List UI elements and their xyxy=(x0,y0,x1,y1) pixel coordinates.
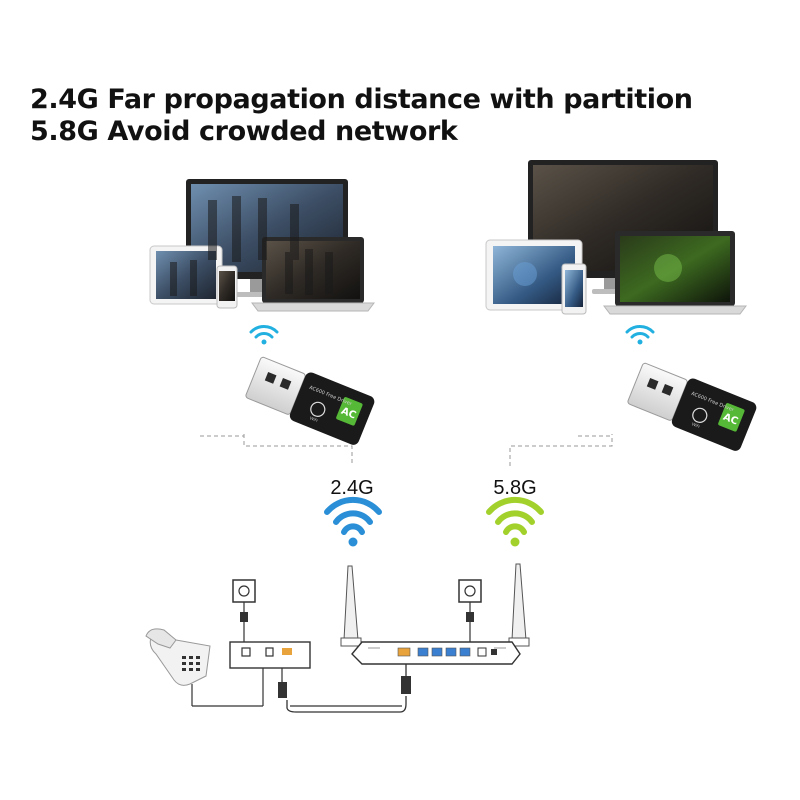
wifi-signal-icon xyxy=(249,325,279,345)
ac-badge-text: AC xyxy=(721,412,739,428)
device-group-icon xyxy=(149,179,375,312)
adapter-chip-text: WiFi xyxy=(691,421,700,429)
band-label-2-4g: 2.4G xyxy=(330,477,373,499)
headline-line-1: 2.4G Far propagation distance with parti… xyxy=(30,84,693,115)
headline-line-2: 5.8G Avoid crowded network xyxy=(30,116,458,147)
wifi-signal-icon xyxy=(625,325,655,345)
dashed-link xyxy=(200,434,613,466)
adapter-chip-text: WiFi xyxy=(309,415,318,423)
wifi-signal-icon xyxy=(324,496,382,547)
power-outlet-icon xyxy=(232,579,256,642)
power-outlet-icon xyxy=(458,579,482,642)
usb-adapter-icon: AC AC600 Free Driver WiFi xyxy=(627,362,757,451)
cable-icon xyxy=(192,662,411,713)
telephone-icon xyxy=(145,628,211,706)
device-group-icon xyxy=(485,160,747,315)
band-label-5-8g: 5.8G xyxy=(493,477,536,499)
usb-adapter-icon: AC AC600 Free Driver WiFi xyxy=(245,356,375,445)
usb-connector xyxy=(627,362,688,421)
router-icon xyxy=(340,563,530,665)
wifi-signal-icon xyxy=(486,496,544,547)
modem-icon xyxy=(229,641,311,706)
ac-badge-text: AC xyxy=(339,406,357,422)
ac-badge xyxy=(336,397,363,426)
ac-badge xyxy=(718,403,745,432)
adapter-body xyxy=(671,378,757,451)
adapter-body xyxy=(289,372,375,445)
